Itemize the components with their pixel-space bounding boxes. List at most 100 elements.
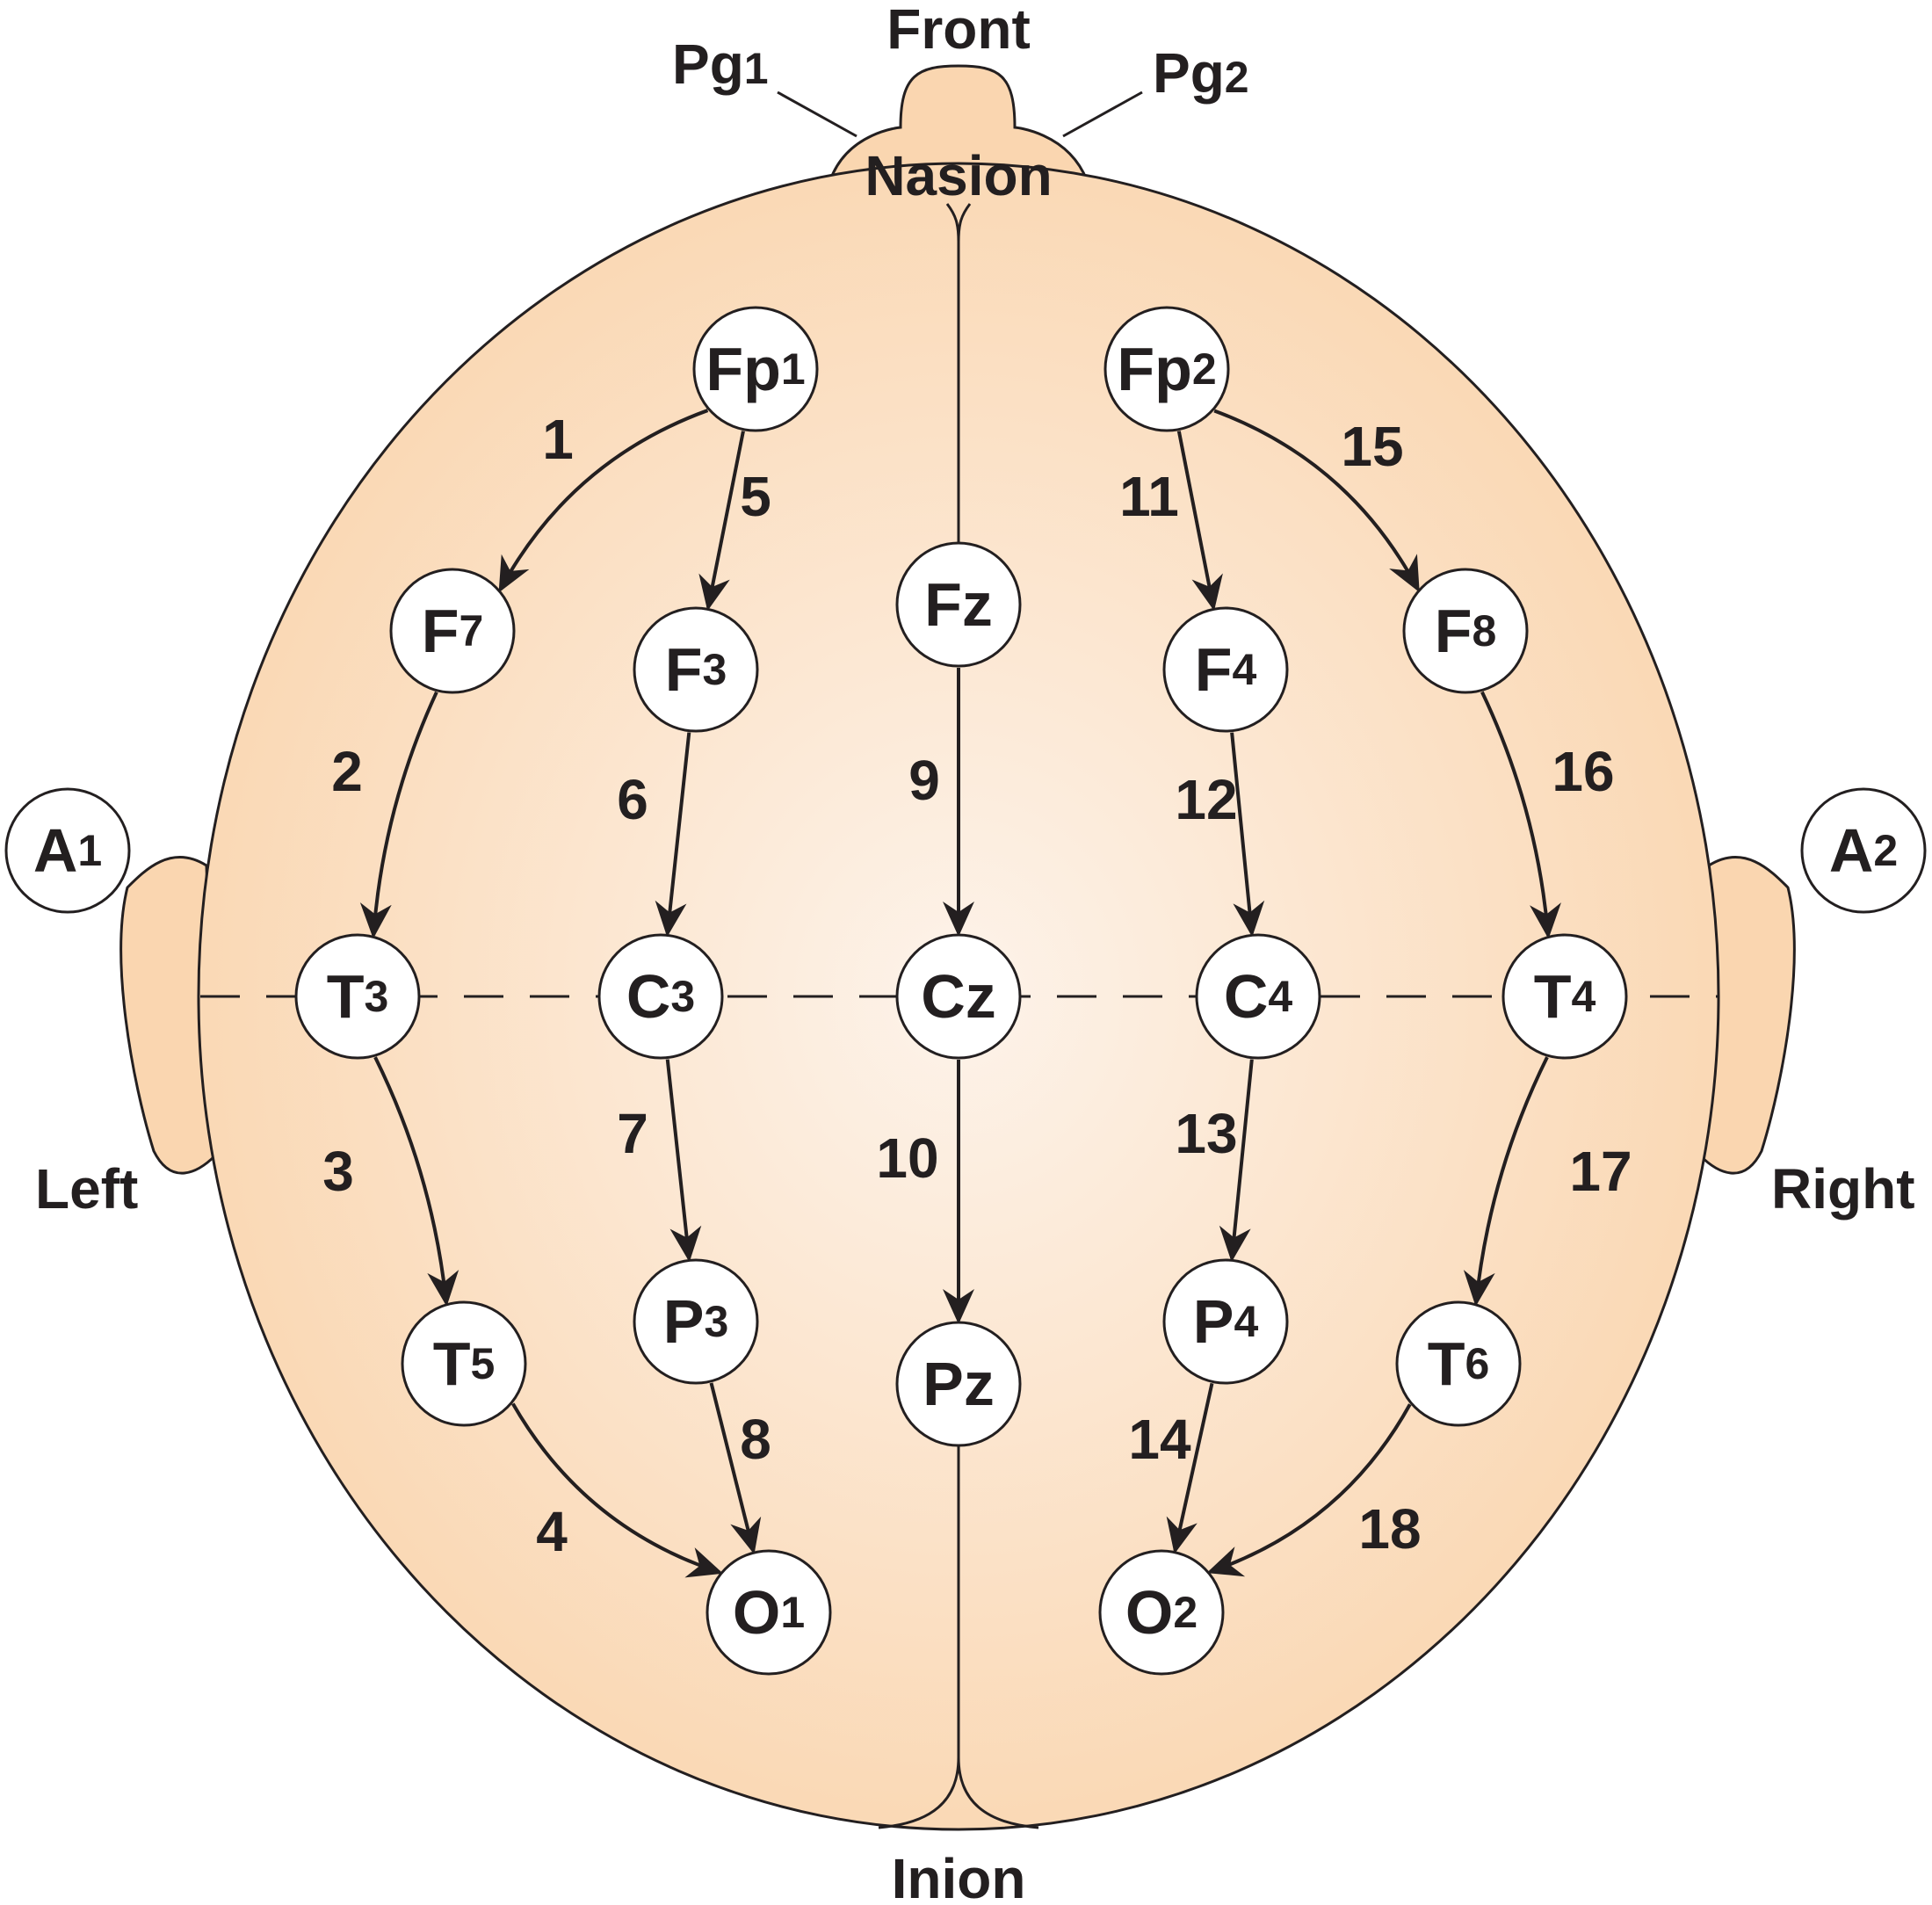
electrode-o1-circle xyxy=(706,1549,832,1676)
electrode-fz-circle xyxy=(895,541,1022,668)
channel-number-2: 2 xyxy=(331,740,363,803)
channel-arrow-16 xyxy=(1480,691,1561,939)
electrode-o2-label: O2 xyxy=(1125,1578,1198,1647)
right-label: Right xyxy=(1771,1157,1915,1221)
electrode-f8-label: F8 xyxy=(1435,597,1497,665)
electrode-a1-label: A1 xyxy=(33,816,102,885)
electrode-f4: F4 xyxy=(1162,606,1289,733)
electrode-t3-circle xyxy=(294,933,421,1060)
electrode-t3-label: T3 xyxy=(327,962,389,1031)
electrode-p3-circle xyxy=(633,1258,759,1385)
channel-arrow-13 xyxy=(1219,1059,1254,1263)
electrode-t5-label: T5 xyxy=(433,1329,496,1398)
electrode-c4: C4 xyxy=(1195,933,1321,1060)
electrode-o2: O2 xyxy=(1098,1549,1225,1676)
channel-arrow-6 xyxy=(655,732,691,938)
electrode-cz: Cz xyxy=(895,933,1022,1060)
electrode-fp2: Fp2 xyxy=(1103,306,1230,432)
electrode-t5-circle xyxy=(401,1300,527,1427)
electrode-t6-label: T6 xyxy=(1428,1329,1490,1398)
electrode-a1-circle xyxy=(4,787,131,914)
nasion-label: Nasion xyxy=(865,144,1052,207)
pg1-leader-line xyxy=(777,91,857,138)
electrode-a2-circle xyxy=(1800,787,1927,914)
channel-arrow-8 xyxy=(709,1382,762,1555)
electrode-f8: F8 xyxy=(1402,568,1529,694)
electrode-pz-circle xyxy=(895,1321,1022,1447)
channel-arrow-2 xyxy=(359,691,438,939)
left-ear xyxy=(119,856,217,1175)
channel-arrow-11 xyxy=(1176,431,1223,612)
pg2-label: Pg2 xyxy=(1153,41,1249,105)
electrode-t4-circle xyxy=(1501,933,1628,1060)
electrode-p4: P4 xyxy=(1162,1258,1289,1385)
electrode-cz-label: Cz xyxy=(921,962,996,1031)
channel-number-6: 6 xyxy=(617,768,648,831)
electrode-a2: A2 xyxy=(1800,787,1927,914)
electrode-o1-label: O1 xyxy=(733,1578,805,1647)
electrode-f4-label: F4 xyxy=(1195,635,1257,704)
channel-number-1: 1 xyxy=(542,408,574,471)
electrode-fz-label: Fz xyxy=(924,570,993,639)
electrode-f3-circle xyxy=(633,606,759,733)
channel-number-17: 17 xyxy=(1569,1140,1632,1203)
channel-arrow-17 xyxy=(1463,1056,1549,1307)
electrode-f4-circle xyxy=(1162,606,1289,733)
electrode-c3: C3 xyxy=(597,933,724,1060)
channel-number-4: 4 xyxy=(536,1500,568,1563)
channel-arrow-12 xyxy=(1230,732,1265,938)
electrode-f7-circle xyxy=(389,568,516,694)
channel-number-13: 13 xyxy=(1175,1102,1237,1165)
channel-arrow-4 xyxy=(511,1402,724,1578)
channel-arrow-14 xyxy=(1166,1382,1214,1554)
channel-number-3: 3 xyxy=(322,1140,354,1203)
channel-number-9: 9 xyxy=(908,749,940,812)
electrode-t6-circle xyxy=(1395,1300,1522,1427)
electrode-o1: O1 xyxy=(706,1549,832,1676)
channel-arrows xyxy=(359,409,1561,1578)
channel-number-7: 7 xyxy=(617,1102,648,1165)
electrode-f7-label: F7 xyxy=(422,597,484,665)
midline-front xyxy=(945,203,972,545)
channel-arrow-5 xyxy=(698,431,745,612)
channel-arrow-3 xyxy=(373,1056,459,1307)
electrode-f8-circle xyxy=(1402,568,1529,694)
nose xyxy=(828,64,1089,182)
electrode-o2-circle xyxy=(1098,1549,1225,1676)
left-label: Left xyxy=(35,1157,138,1221)
electrode-p4-circle xyxy=(1162,1258,1289,1385)
electrode-fp1-label: Fp1 xyxy=(706,335,805,403)
channel-number-10: 10 xyxy=(876,1126,938,1190)
electrode-pz: Pz xyxy=(895,1321,1022,1447)
electrode-c3-circle xyxy=(597,933,724,1060)
electrode-fp1: Fp1 xyxy=(692,306,819,432)
pg2-leader-line xyxy=(1062,91,1143,138)
inion-label: Inion xyxy=(892,1847,1026,1905)
right-ear xyxy=(1698,856,1796,1175)
channel-number-8: 8 xyxy=(740,1408,771,1471)
channel-arrow-18 xyxy=(1206,1403,1412,1577)
electrode-c4-circle xyxy=(1195,933,1321,1060)
electrode-p3: P3 xyxy=(633,1258,759,1385)
electrode-c4-label: C4 xyxy=(1224,962,1293,1031)
electrode-p4-label: P4 xyxy=(1193,1287,1259,1356)
electrode-cz-circle xyxy=(895,933,1022,1060)
electrode-t6: T6 xyxy=(1395,1300,1522,1427)
electrode-a2-label: A2 xyxy=(1829,816,1898,885)
electrode-fp2-circle xyxy=(1103,306,1230,432)
channel-number-11: 11 xyxy=(1119,465,1179,528)
electrode-t4-label: T4 xyxy=(1534,962,1596,1031)
pg1-label: Pg1 xyxy=(672,33,769,96)
electrode-f7: F7 xyxy=(389,568,516,694)
midline-back xyxy=(878,1445,1039,1829)
electrode-t4: T4 xyxy=(1501,933,1628,1060)
channel-number-15: 15 xyxy=(1341,415,1403,478)
electrode-fz: Fz xyxy=(895,541,1022,668)
electrode-p3-label: P3 xyxy=(663,1287,729,1356)
electrode-fp1-circle xyxy=(692,306,819,432)
channel-number-14: 14 xyxy=(1128,1408,1191,1471)
channel-arrow-15 xyxy=(1213,409,1420,593)
front-label: Front xyxy=(886,0,1031,61)
